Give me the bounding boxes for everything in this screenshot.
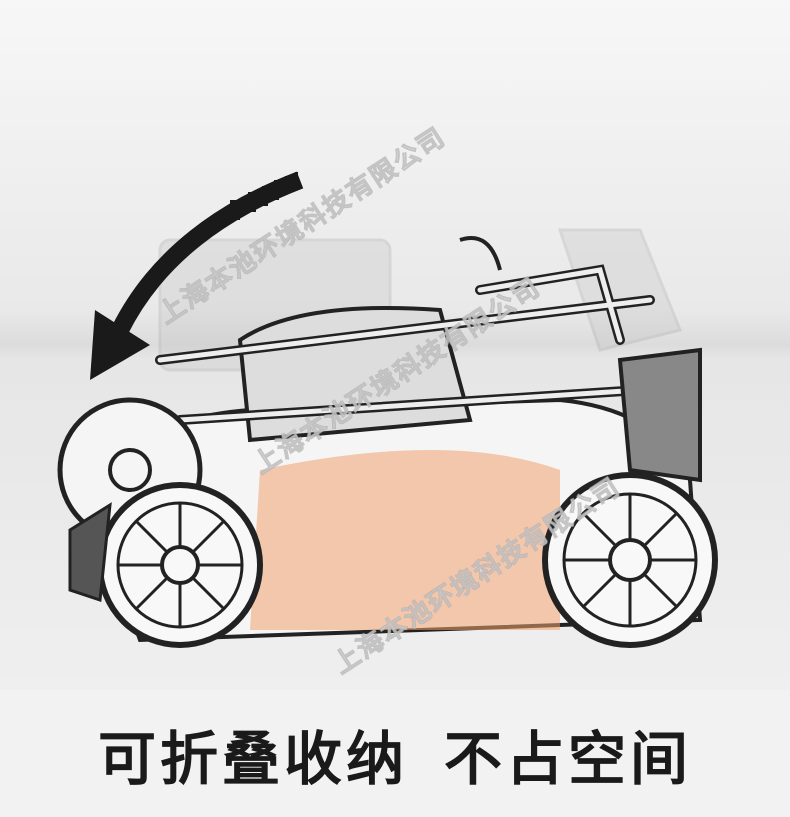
wheel-front-right [542,472,718,648]
caption: 可折叠收纳 不占空间 [0,690,790,817]
folded-lawn-mower-illustration [57,171,718,648]
caption-space-saving: 不占空间 [444,724,693,793]
fold-arrow-icon [90,171,304,380]
caption-foldable: 可折叠收纳 [97,724,408,793]
wheel-front-left [97,482,263,648]
orange-deck [250,450,560,630]
product-scene: 上海本池环境科技有限公司 上海本池环境科技有限公司 上海本池环境科技有限公司 [0,0,790,690]
